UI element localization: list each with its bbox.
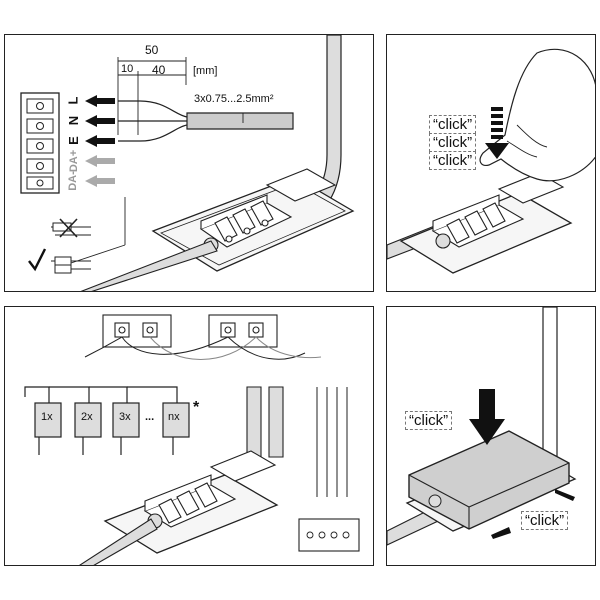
panel-insert-wires: “click” “click” “click” <box>386 34 596 292</box>
module-box-2 <box>74 402 102 438</box>
click-label-1: “click” <box>429 115 477 134</box>
module-label-2: 2x <box>81 411 93 423</box>
press-down-arrow-icon <box>485 107 509 159</box>
terminal-label-n: N <box>66 115 82 126</box>
hand-icon <box>479 48 595 182</box>
footnote-asterisk: * <box>193 399 200 416</box>
cable-spec-label: 3x0.75...2.5mm² <box>194 93 274 105</box>
dimension-strip: 10 <box>121 63 134 75</box>
click-label-top: “click” <box>405 411 453 430</box>
panel-loop-through: 1x 2x 3x ... nx * <box>4 306 374 566</box>
cover <box>408 430 570 530</box>
terminal-label-da-plus: DA+ <box>68 149 81 173</box>
close-down-arrow-icon <box>469 389 505 445</box>
module-label-1: 1x <box>41 411 53 423</box>
panel-wiring-terminals: 50 10 40 [mm] 3x0.75...2.5mm² L N E DA+ … <box>4 34 374 292</box>
terminal-label-da-minus: DA- <box>66 171 79 191</box>
dimension-insulation: 40 <box>152 63 166 77</box>
module-ellipsis: ... <box>145 411 155 423</box>
module-label-n: nx <box>168 411 180 423</box>
terminal-label-e: E <box>65 136 81 145</box>
terminal-label-l: L <box>65 96 81 105</box>
click-label-3: “click” <box>429 151 477 170</box>
terminal-arrows <box>85 95 115 147</box>
panel2-drawing <box>387 48 595 274</box>
module-box-1 <box>34 402 62 438</box>
check-mark-icon <box>28 248 47 272</box>
panel3-drawing <box>24 314 360 565</box>
click-label-side: “click” <box>521 511 569 530</box>
unit-label: [mm] <box>193 65 218 77</box>
dimension-total: 50 <box>145 43 159 57</box>
module-label-3: 3x <box>119 411 131 423</box>
panel1-drawing <box>20 35 355 291</box>
panel-close-cover: “click” “click” <box>386 306 596 566</box>
module-box-n <box>162 402 190 438</box>
module-box-3 <box>112 402 140 438</box>
click-label-2: “click” <box>429 133 477 152</box>
panel4-drawing <box>387 307 577 546</box>
